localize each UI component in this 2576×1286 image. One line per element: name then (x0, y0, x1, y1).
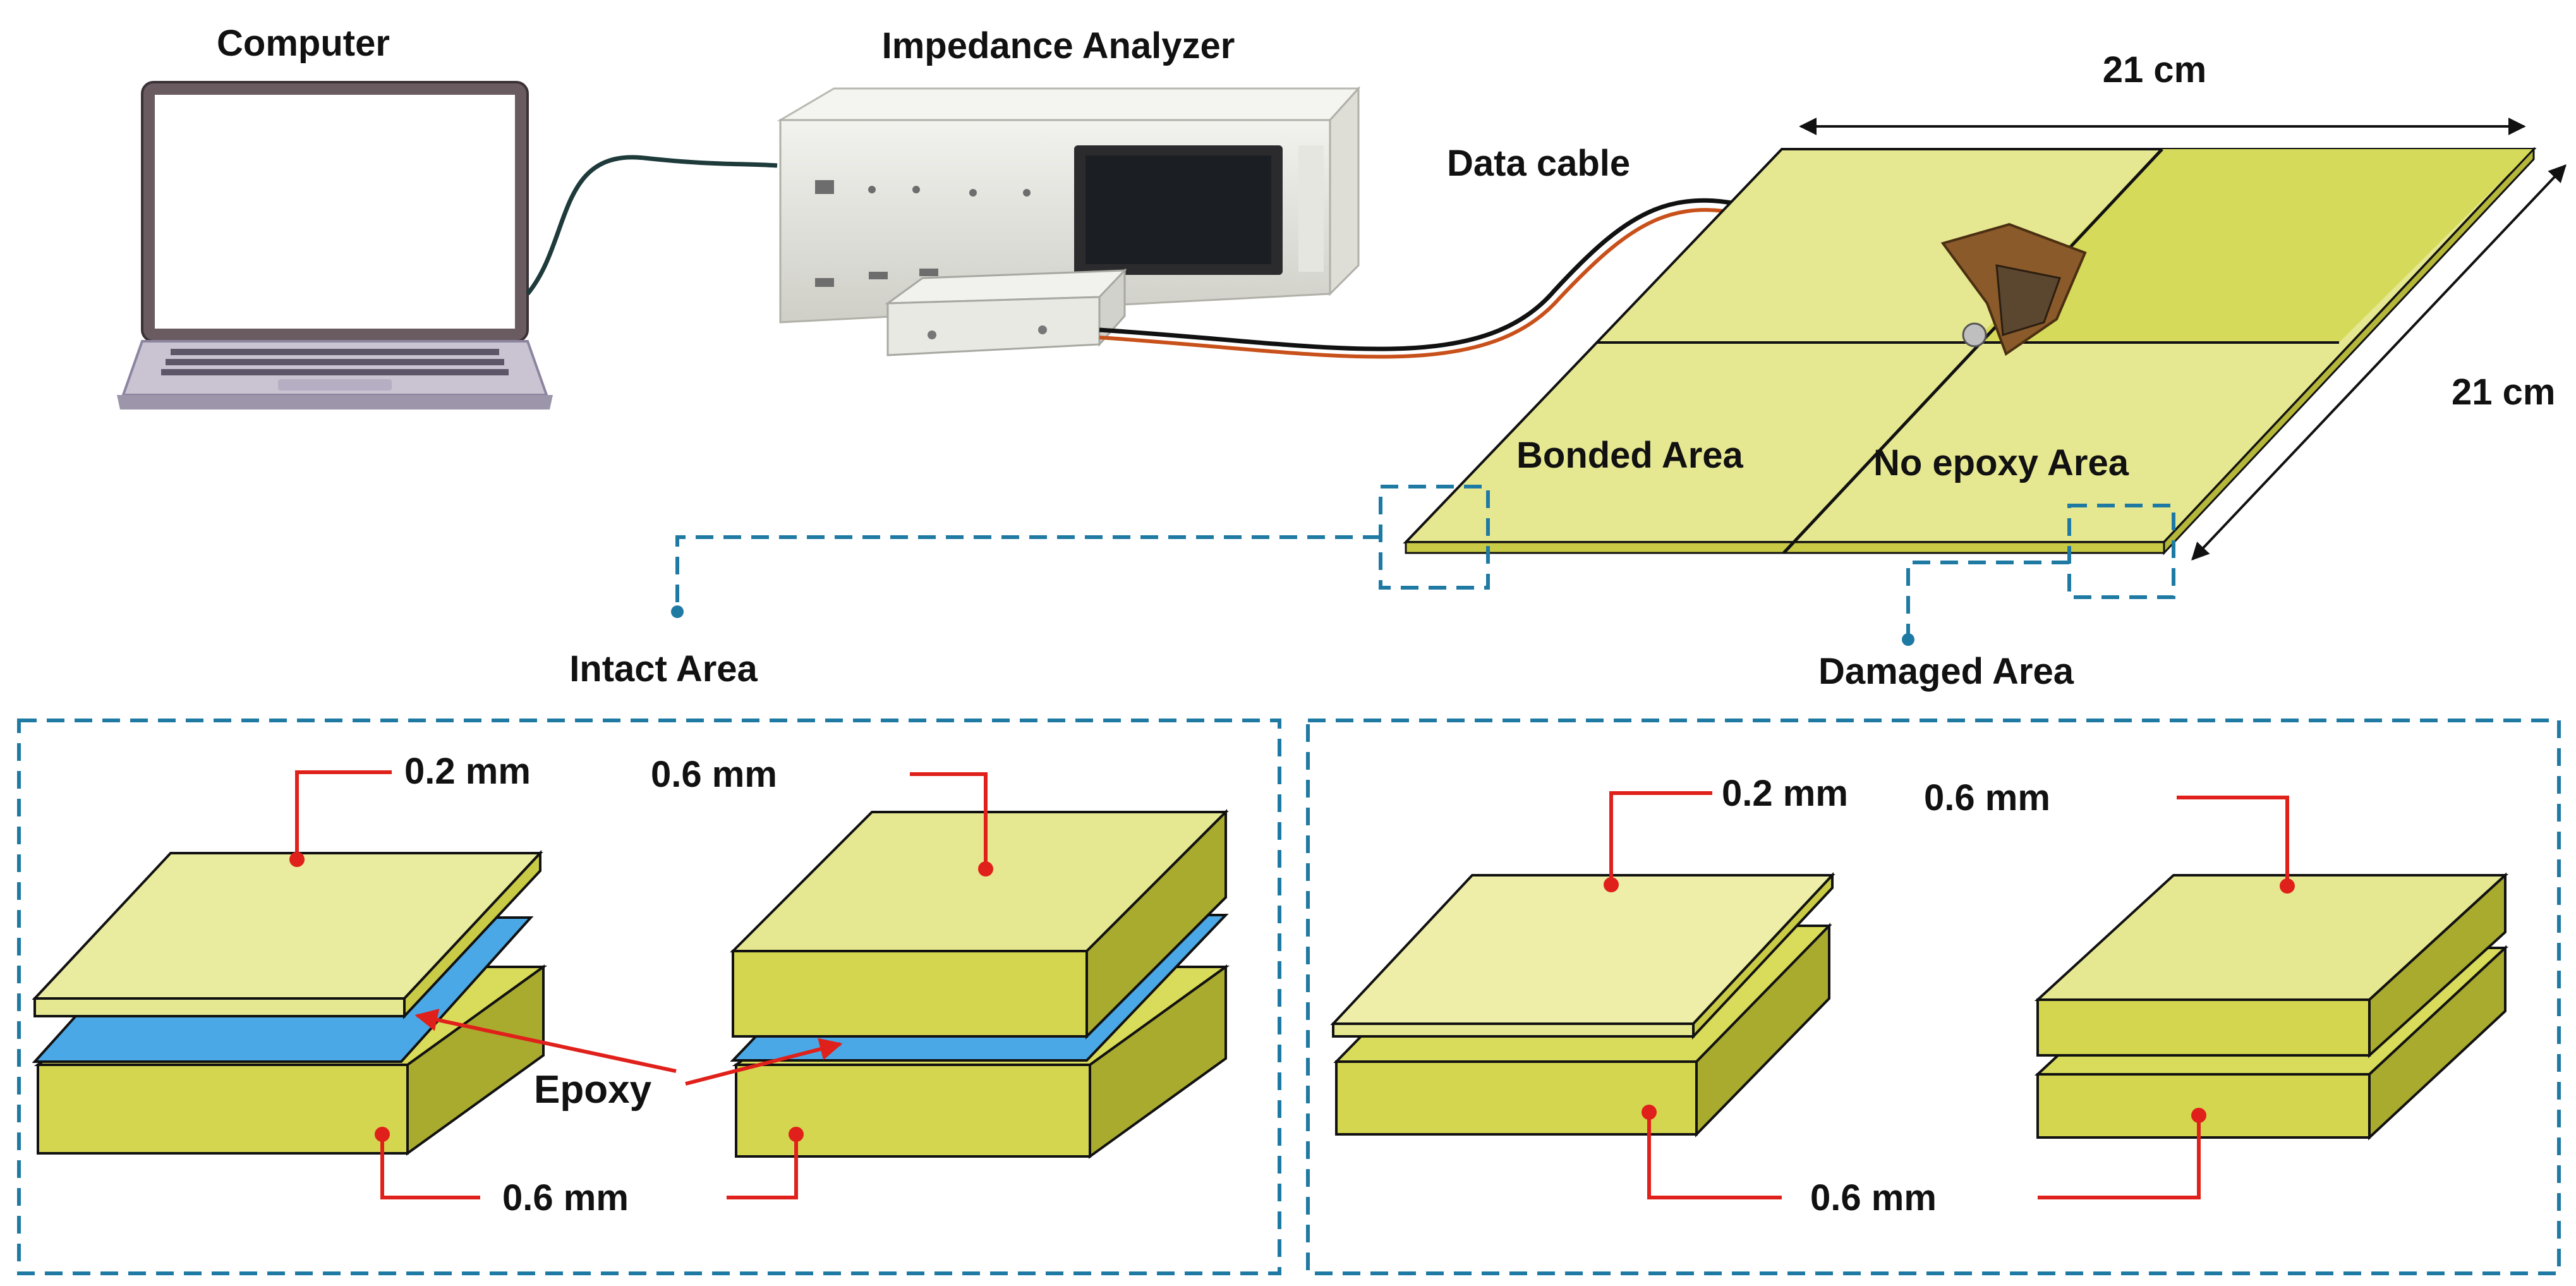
impedance-analyzer-icon (777, 86, 1361, 356)
intact-thick-stack (730, 809, 1230, 1159)
damaged-callout-box (2067, 504, 2175, 599)
epoxy-arrow-left (414, 1009, 677, 1073)
damaged-thick-leader (2177, 796, 2289, 886)
computer-label: Computer (217, 23, 390, 64)
width-dimension-label: 21 cm (2103, 49, 2206, 90)
damaged-callout-dot (1902, 633, 1914, 646)
damaged-area-label: Damaged Area (1818, 651, 2074, 692)
intact-bottom-dot-left (375, 1127, 390, 1142)
damaged-bottom-leader-right (2038, 1115, 2201, 1199)
intact-callout-dot (671, 605, 684, 618)
intact-bottom-leader-left (380, 1134, 480, 1199)
intact-callout-line (675, 535, 1381, 608)
data-cable-label: Data cable (1447, 143, 1630, 184)
damaged-thick-stack (2034, 872, 2509, 1141)
intact-thick-dot (978, 861, 993, 877)
damaged-bottom-leader-left (1647, 1112, 1782, 1199)
intact-thick-label: 0.6 mm (651, 754, 777, 795)
intact-area-label: Intact Area (569, 648, 758, 689)
damaged-thin-stack (1330, 871, 1835, 1137)
analyzer-label: Impedance Analyzer (882, 25, 1235, 66)
damaged-thin-label: 0.2 mm (1722, 773, 1848, 814)
depth-dimension-arrow (2191, 164, 2567, 561)
damaged-callout-line (1906, 561, 2069, 638)
damaged-bottom-dot-left (1642, 1105, 1657, 1120)
damaged-detail-panel (1306, 719, 2561, 1275)
composite-plate (1403, 147, 2537, 555)
intact-bottom-label: 0.6 mm (502, 1177, 629, 1218)
intact-thin-label: 0.2 mm (404, 751, 531, 792)
intact-thin-dot (289, 852, 305, 867)
sensor-icon (1940, 222, 2087, 356)
laptop-cable (526, 155, 778, 296)
damaged-thick-dot (2280, 878, 2295, 894)
damaged-bottom-label: 0.6 mm (1810, 1177, 1937, 1218)
intact-detail-panel (17, 719, 1281, 1275)
intact-thick-leader (910, 772, 988, 869)
bonded-area-label: Bonded Area (1516, 435, 1744, 476)
damaged-bottom-dot-right (2191, 1108, 2206, 1123)
intact-thin-stack (32, 849, 548, 1156)
intact-thin-leader (295, 770, 392, 859)
damaged-thick-label: 0.6 mm (1924, 777, 2050, 818)
intact-bottom-leader-right (727, 1134, 798, 1199)
laptop-icon (117, 81, 553, 409)
damaged-thin-dot (1604, 877, 1619, 892)
damaged-thin-leader (1609, 791, 1712, 885)
epoxy-arrow-right (685, 1038, 843, 1086)
depth-dimension-label: 21 cm (2452, 372, 2555, 413)
epoxy-label: Epoxy (534, 1068, 652, 1112)
no-epoxy-area-label: No epoxy Area (1873, 442, 2129, 483)
intact-bottom-dot-right (789, 1127, 804, 1142)
